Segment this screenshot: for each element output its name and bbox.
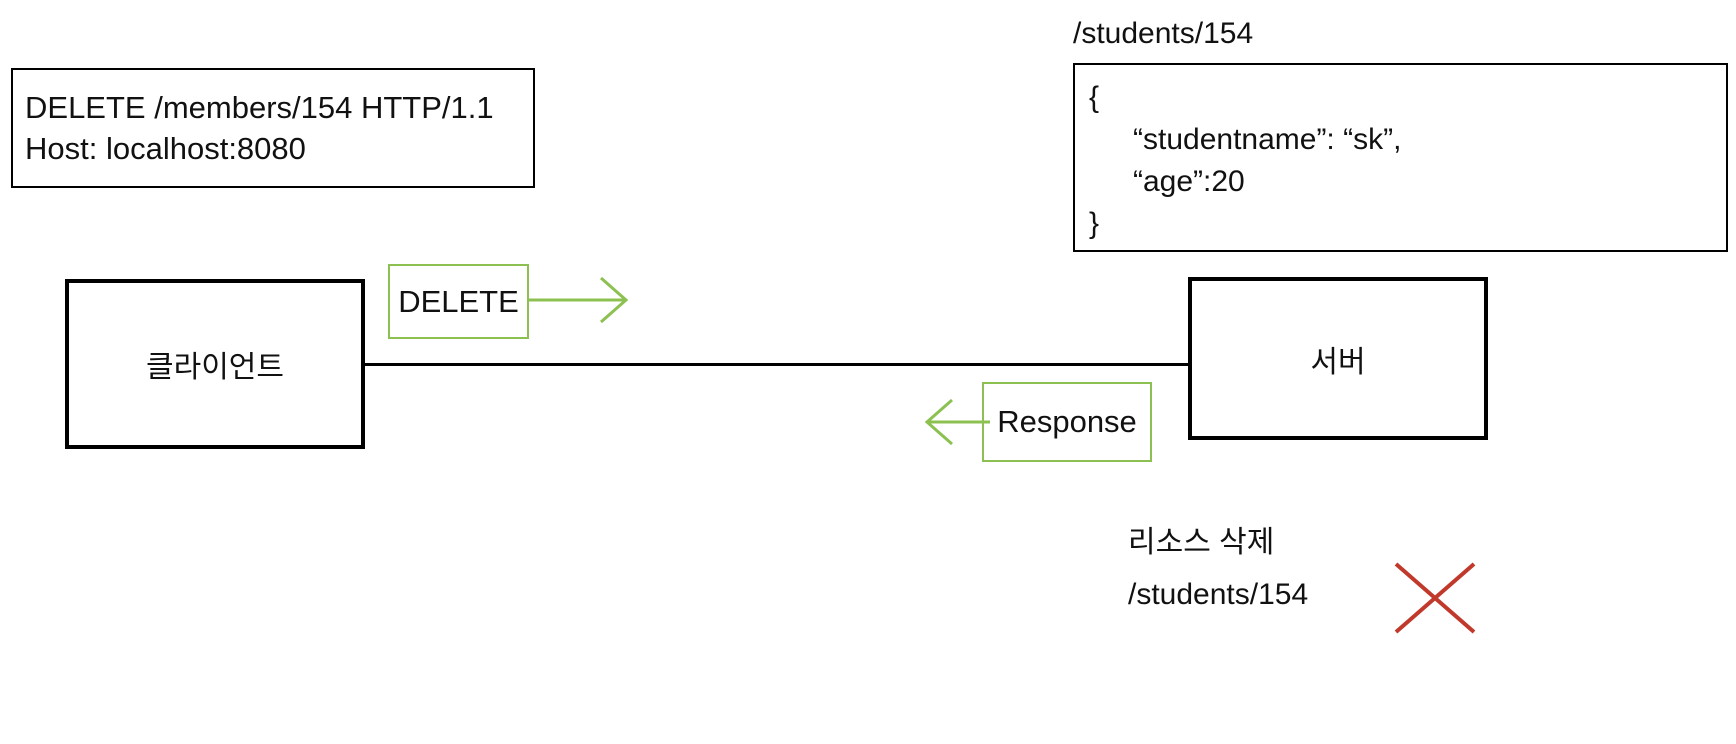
- resource-json-box: { “studentname”: “sk”, “age”:20 }: [1073, 63, 1728, 252]
- client-server-connector: [365, 363, 1189, 366]
- response-message-label: Response: [997, 404, 1137, 439]
- request-line-host: Host: localhost:8080: [25, 131, 306, 166]
- client-node: 클라이언트: [65, 279, 365, 449]
- annotation-target-path: /students/154: [1128, 578, 1309, 611]
- server-node-label: 서버: [1310, 345, 1366, 379]
- client-node-label: 클라이언트: [146, 351, 284, 384]
- request-message-label: DELETE: [398, 283, 519, 319]
- response-message-box: Response: [982, 382, 1152, 462]
- http-request-box: DELETE /members/154 HTTP/1.1 Host: local…: [11, 68, 535, 188]
- resource-json-text: { “studentname”: “sk”, “age”:20 }: [1089, 77, 1401, 245]
- annotation-action-label: 리소스 삭제: [1128, 526, 1275, 559]
- resource-path-label: /students/154: [1073, 17, 1254, 50]
- server-node: 서버: [1188, 277, 1488, 440]
- request-message-box: DELETE: [388, 264, 529, 339]
- json-field-studentname: “studentname”: “sk”,: [1133, 123, 1402, 156]
- json-open-brace: {: [1089, 81, 1100, 114]
- request-arrow-right-icon: [529, 276, 629, 324]
- http-request-text: DELETE /members/154 HTTP/1.1 Host: local…: [25, 87, 494, 169]
- json-field-age: “age”:20: [1133, 165, 1245, 198]
- response-arrow-left-icon: [924, 398, 990, 446]
- delete-x-icon: [1394, 562, 1476, 634]
- request-line-method: DELETE /members/154 HTTP/1.1: [25, 90, 494, 125]
- json-close-brace: }: [1089, 207, 1100, 240]
